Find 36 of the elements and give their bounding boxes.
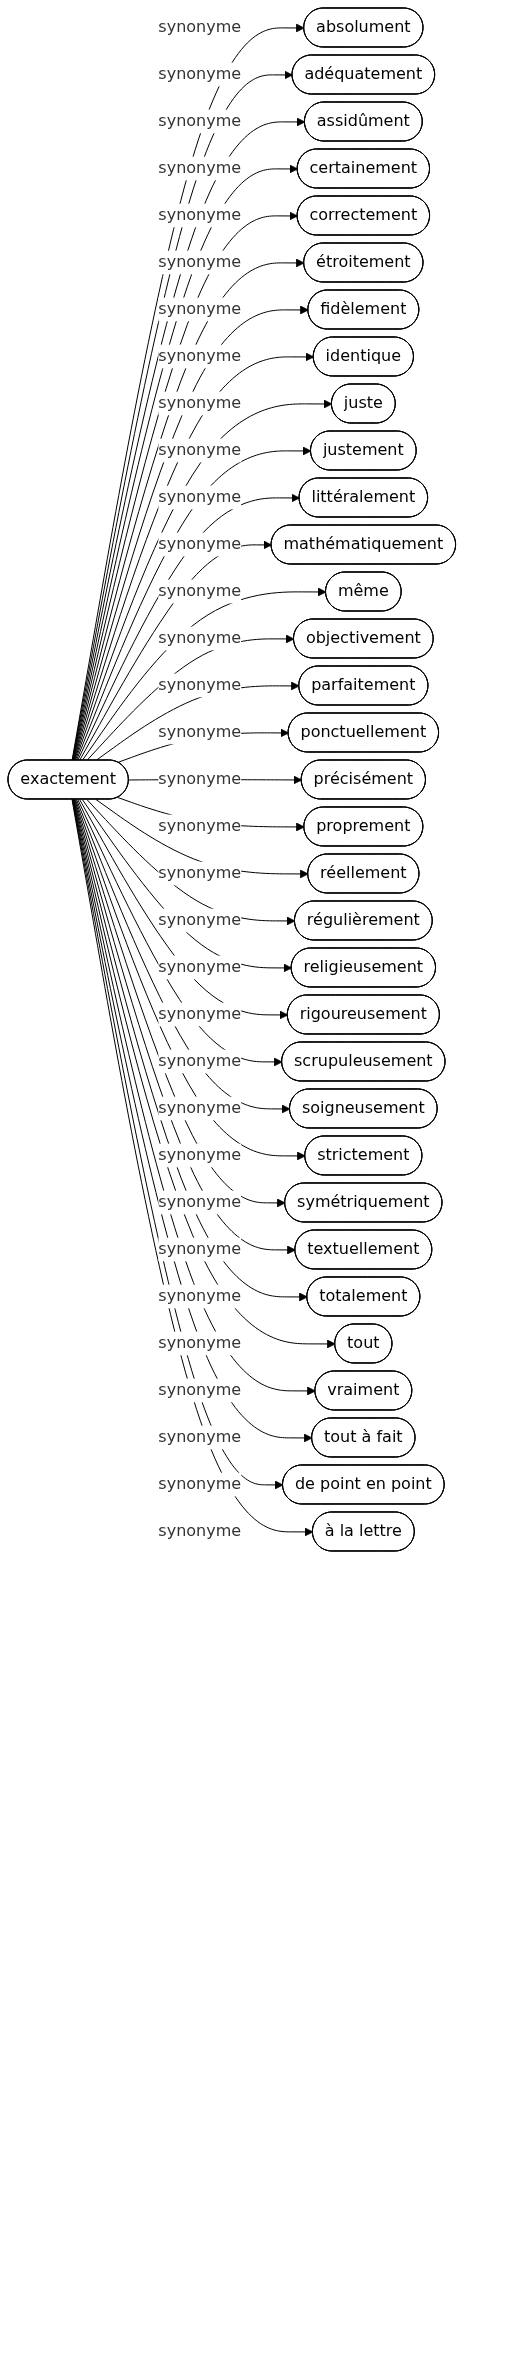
edge-label: synonyme [158,1427,242,1447]
edge-label: synonyme [158,722,242,742]
edge-label: synonyme [158,393,242,413]
edge-label: synonyme [158,1239,242,1259]
edge-label: synonyme [158,1098,242,1118]
edge-label: synonyme [158,299,242,319]
edge-label: synonyme [158,17,242,37]
edge-label: synonyme [158,487,242,507]
edge-label: synonyme [158,910,242,930]
edge-label: synonyme [158,111,242,131]
edge-label: synonyme [158,1145,242,1165]
edge-label: synonyme [158,252,242,272]
edge-label: synonyme [158,205,242,225]
edge-label: synonyme [158,1192,242,1212]
edge-label: synonyme [158,158,242,178]
edge-label: synonyme [158,440,242,460]
edge-label: synonyme [158,628,242,648]
edge-label: synonyme [158,675,242,695]
edge-label: synonyme [158,1051,242,1071]
edge-label: synonyme [158,1004,242,1024]
edge-label: synonyme [158,863,242,883]
edge-label: synonyme [158,957,242,977]
edge-label: synonyme [158,346,242,366]
edge-label: synonyme [158,1286,242,1306]
edge-label: synonyme [158,534,242,554]
edge-label: synonyme [158,1333,242,1353]
edge-label: synonyme [158,581,242,601]
edge-label: synonyme [158,1474,242,1494]
edge-label: synonyme [158,1521,242,1541]
edge-label: synonyme [158,1380,242,1400]
edge-label: synonyme [158,769,242,789]
arrow [79,540,272,761]
arrow [79,799,289,1020]
arrow [86,799,296,926]
edge-label: synonyme [158,816,242,836]
edge-label: synonyme [158,64,242,84]
